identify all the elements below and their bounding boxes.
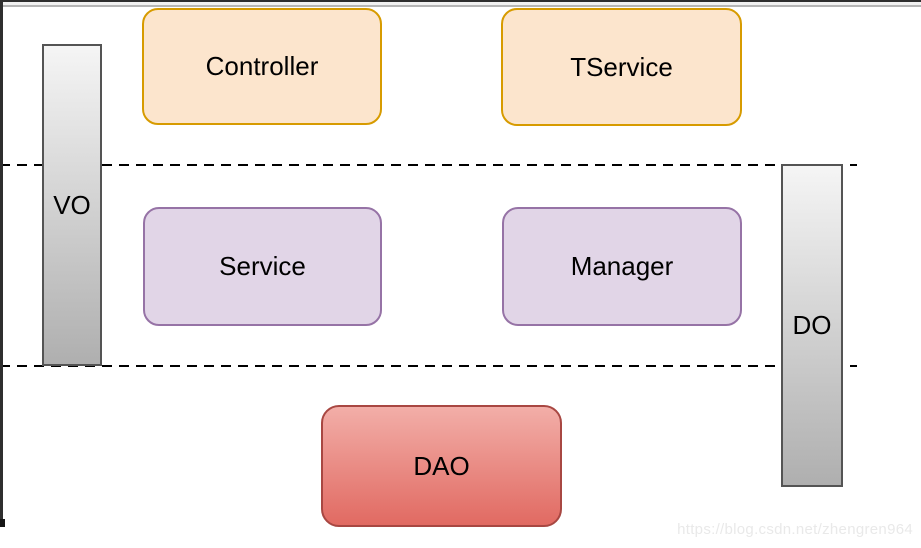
controller-node-label: Controller [205,51,319,81]
do-bar-label: DO [792,310,832,340]
manager-node: Manager [502,207,742,326]
layer-divider-top [0,164,857,166]
dao-node-label: DAO [413,450,470,481]
layer-divider-bottom [0,365,857,367]
dao-node: DAO [321,405,562,527]
vo-bar: VO [42,44,102,366]
service-node-label: Service [219,251,306,281]
vo-bar-label: VO [53,189,91,220]
window-top-divider [0,5,921,7]
window-top-strip [0,2,921,5]
service-node: Service [143,207,382,326]
tservice-node: TService [501,8,742,126]
window-left-edge [0,0,3,527]
do-bar: DO [781,164,843,487]
controller-node: Controller [142,8,382,125]
tservice-node-label: TService [570,51,673,82]
window-left-notch [0,519,5,527]
window-top-edge [0,0,921,2]
manager-node-label: Manager [570,251,674,281]
watermark-url: https://blog.csdn.net/zhengren964 [677,521,913,538]
